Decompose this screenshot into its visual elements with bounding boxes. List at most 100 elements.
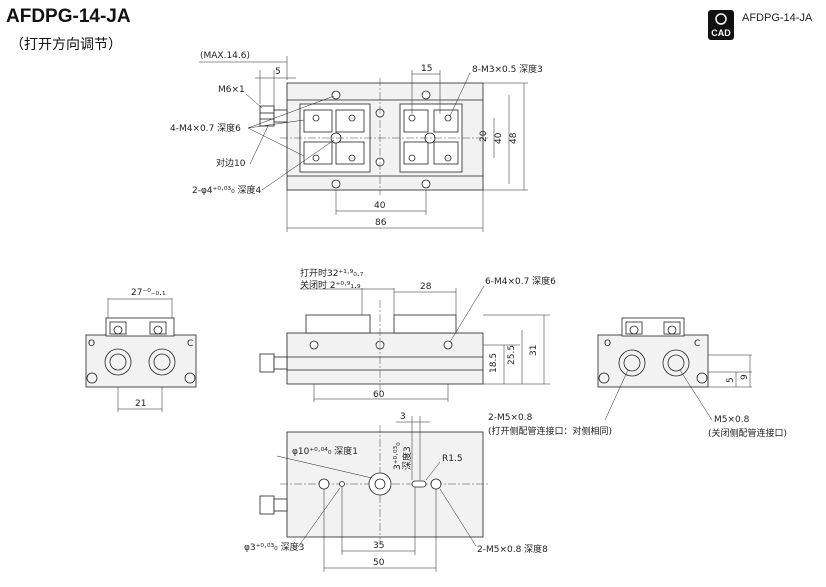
dim-40h-label: 40 — [374, 201, 386, 211]
slot-depth-label: 深度3 — [401, 446, 413, 470]
page-subtitle: （打开方向调节） — [10, 37, 122, 53]
port-inner — [623, 354, 641, 372]
leader — [247, 119, 305, 129]
pin-hole-bottom-label: φ3⁺⁰·⁰³₀ 深度3 — [244, 541, 304, 553]
stroke-open-label: 打开时32⁺¹·⁹₀.₇ — [300, 267, 364, 279]
dim-5-right-label: 5 — [726, 377, 736, 383]
dim-18-5-label: 18.5 — [489, 353, 499, 373]
mount-slot — [184, 372, 196, 384]
dim-28-label: 28 — [420, 282, 432, 292]
bottom-adjust-nut — [259, 495, 275, 515]
dim-50-label: 50 — [373, 558, 385, 568]
port-open-label: 2-M5×0.8 — [488, 413, 533, 423]
model-tag: AFDPG-14-JA — [742, 12, 813, 24]
thread-hole — [444, 114, 452, 122]
thread-hole — [348, 114, 356, 122]
mark-o-right: O — [604, 339, 611, 349]
side-thread-label: 6-M4×0.7 深度6 — [485, 275, 556, 287]
fitting-screw — [667, 325, 677, 335]
front-jaw-right — [393, 314, 457, 334]
port-outer — [148, 348, 176, 376]
dim-86-label: 86 — [375, 218, 387, 228]
m4-thread-label: 4-M4×0.7 深度6 — [170, 122, 241, 134]
bottom-slot — [411, 480, 427, 488]
left-view: O C 27⁻⁰₋₀.₁ 21 — [85, 288, 197, 412]
cad-badge-bg — [708, 10, 734, 40]
right-view-body — [597, 334, 709, 388]
jaw-pocket — [335, 141, 365, 165]
m6-thread-label: M6×1 — [218, 85, 245, 95]
dim-20-label: 20 — [479, 130, 489, 142]
dim-48-label: 48 — [509, 132, 519, 144]
leader — [245, 93, 263, 109]
cad-disc-glyph — [715, 13, 727, 25]
leader — [276, 455, 373, 479]
thread-hole — [444, 154, 452, 162]
center-bore-inner — [374, 478, 386, 490]
mount-hole — [331, 179, 341, 189]
side-thread-hole — [309, 340, 319, 350]
leader — [604, 369, 629, 421]
port-inner — [153, 353, 171, 371]
port-close-label: M5×0.8 — [714, 415, 750, 425]
leader — [261, 139, 335, 191]
cad-download-icon[interactable]: CAD — [708, 10, 734, 40]
leader — [249, 125, 269, 165]
dim-60-label: 60 — [373, 390, 385, 400]
thread-hole — [312, 114, 320, 122]
right-view: O C 5 9 2-M5×0.8 (打开侧配管连接口：对侧相同) M5×0.8 … — [488, 317, 787, 439]
fitting-screw — [629, 325, 639, 335]
front-adjust-screw — [273, 356, 288, 370]
bottom-view: 3 φ10⁺⁰·⁰⁴₀ 深度1 3⁺⁰·⁰³₀ 深度3 R1.5 φ3⁺⁰·⁰³… — [244, 412, 548, 572]
bottom-pin-hole — [339, 481, 345, 487]
left-view-body — [85, 334, 197, 388]
cad-label: CAD — [711, 28, 731, 38]
fitting-screw — [153, 325, 163, 335]
dim-3-label: 3 — [400, 412, 406, 422]
jaw-pocket — [303, 141, 333, 165]
dim-40v-label: 40 — [494, 132, 504, 144]
jaw-pocket — [303, 109, 333, 133]
leader — [247, 127, 305, 157]
front-adjust-nut — [259, 353, 275, 373]
dim-27-label: 27⁻⁰₋₀.₁ — [131, 288, 166, 298]
dim-35-label: 35 — [373, 541, 384, 551]
bottom-port-hole — [318, 478, 330, 490]
port-outer — [662, 349, 690, 377]
jaw-pocket — [403, 141, 429, 165]
mount-hole — [331, 90, 341, 100]
stroke-close-label: 关闭时 2⁺⁰·⁹₁.₉ — [300, 279, 361, 291]
dim-9-label: 9 — [740, 374, 750, 380]
dim-21-label: 21 — [135, 399, 146, 409]
port-close-note: (关闭侧配管连接口) — [708, 427, 787, 439]
mount-hole — [421, 90, 431, 100]
mount-slot — [696, 372, 708, 384]
dim-15-label: 15 — [421, 64, 432, 74]
port-outer — [104, 348, 132, 376]
jaw-pocket — [403, 109, 429, 133]
port-outer — [618, 349, 646, 377]
bottom-port-hole — [430, 478, 442, 490]
pin-hole-label: 2-φ4⁺⁰·⁰³₀ 深度4 — [192, 184, 262, 196]
mount-slot — [86, 372, 98, 384]
jaw-pocket — [433, 109, 459, 133]
dim-max-label: (MAX.14.6) — [200, 51, 250, 61]
front-jaw-left — [305, 314, 371, 334]
leader — [449, 285, 485, 343]
side-thread-hole — [443, 340, 453, 350]
leader — [297, 487, 341, 548]
bottom-port-label: 2-M5×0.8 深度8 — [477, 543, 548, 555]
page-title: AFDPG-14-JA — [6, 6, 131, 27]
leader — [425, 461, 441, 481]
leader — [449, 72, 471, 117]
port-inner — [667, 354, 685, 372]
slot-width-label: 3⁺⁰·⁰³₀ — [393, 442, 403, 470]
dim-5-label: 5 — [275, 67, 281, 77]
jaw-pocket — [335, 109, 365, 133]
across-flats-label: 对边10 — [216, 157, 246, 169]
mount-slot — [598, 372, 610, 384]
front-view-body — [286, 332, 484, 385]
jaw-pocket — [433, 141, 459, 165]
dim-25-5-label: 25.5 — [507, 345, 517, 365]
